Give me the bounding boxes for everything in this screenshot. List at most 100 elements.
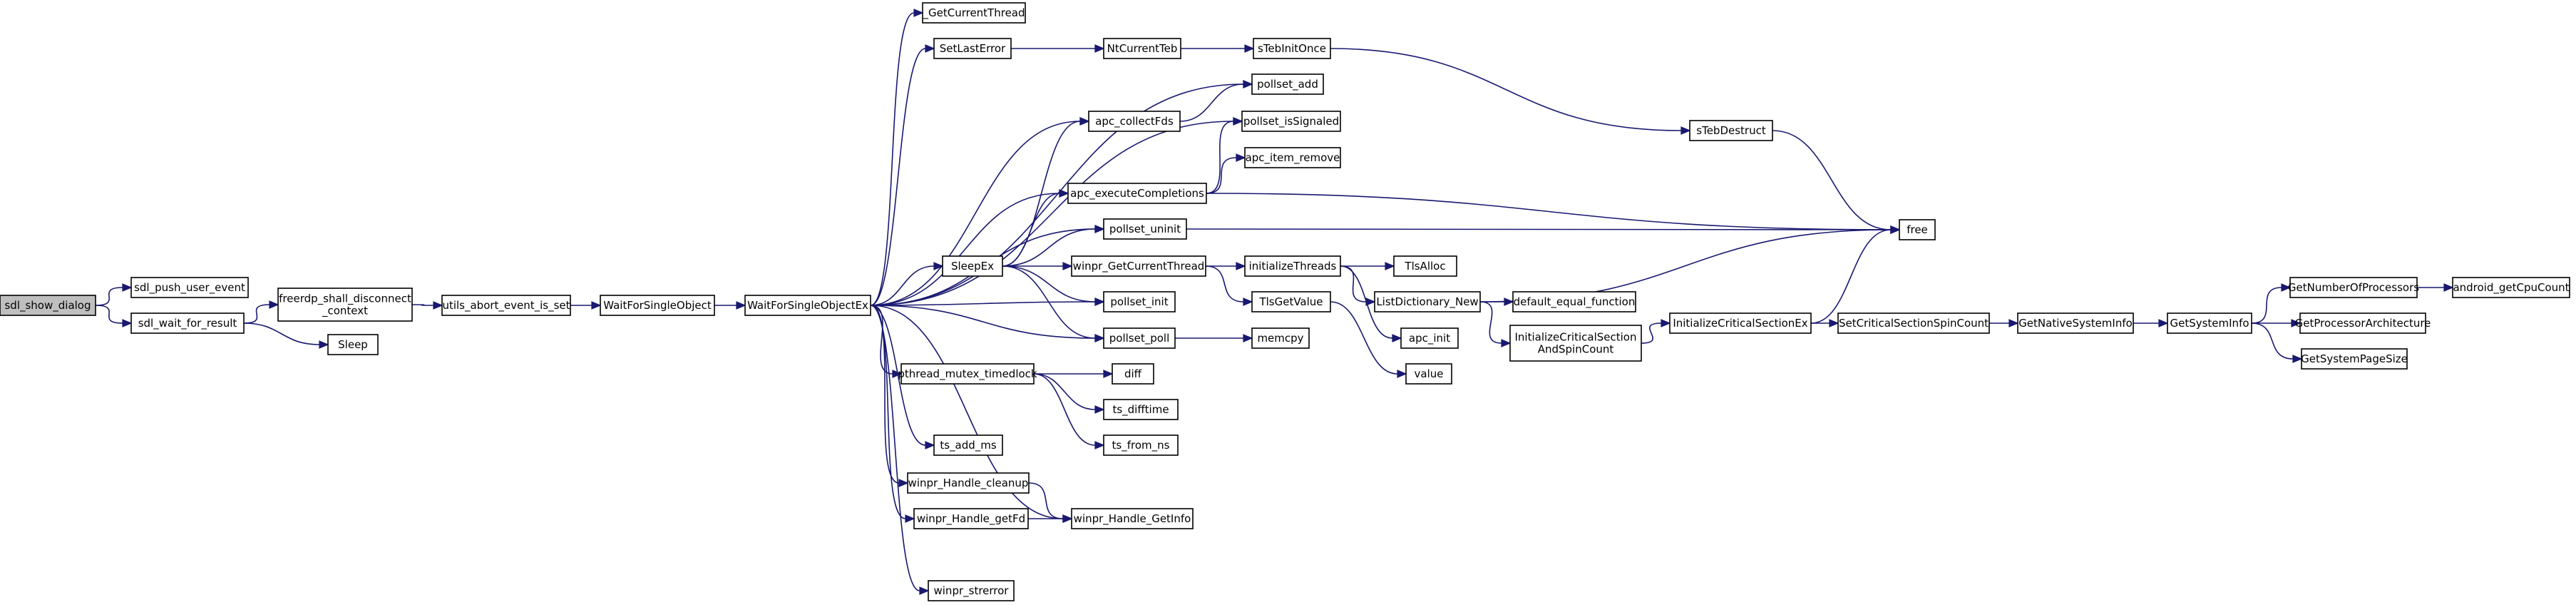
edge-SleepEx-to-pollset_init (1002, 265, 1105, 306)
node-SetLastError[interactable]: SetLastError (933, 38, 1012, 59)
arrowhead-icon (2008, 319, 2019, 327)
node-sTebDestruct[interactable]: sTebDestruct (1689, 120, 1773, 141)
edge-ListDictionary_New-to-free (1479, 225, 1901, 302)
node-GetSystemInfo[interactable]: GetSystemInfo (2167, 312, 2252, 334)
node-GetSystemPageSize[interactable]: GetSystemPageSize (2301, 348, 2408, 370)
node-WaitForSingleObject[interactable]: WaitForSingleObject (600, 295, 715, 316)
arrowhead-icon (1504, 298, 1514, 306)
arrowhead-icon (1236, 153, 1246, 162)
node-box (1374, 291, 1481, 312)
node-apc_executeCompletions[interactable]: apc_executeCompletions (1067, 183, 1207, 204)
node-value[interactable]: value (1405, 363, 1452, 385)
node-sdl_show_dialog[interactable]: sdl_show_dialog (0, 295, 96, 316)
edge-sdl_show_dialog-to-sdl_wait_for_result (95, 305, 133, 327)
node-TlsGetValue[interactable]: TlsGetValue (1251, 291, 1331, 312)
edge-line (1479, 229, 1892, 302)
node-box (1244, 255, 1341, 277)
edge-line (1002, 228, 1096, 267)
node-utils_abort_event_is_set[interactable]: utils_abort_event_is_set (441, 295, 571, 316)
node-memcpy[interactable]: memcpy (1251, 327, 1310, 349)
edge-WaitForSingleObjectEx-to-winpr_strerror (870, 305, 930, 595)
node-box (907, 472, 1030, 494)
node-label: initializeThreads (1249, 260, 1337, 273)
node-label: ListDictionary_New (1376, 295, 1478, 309)
arrowhead-icon (2292, 355, 2303, 363)
node-label: GetSystemPageSize (2301, 352, 2408, 365)
node-box (1103, 218, 1187, 240)
node-WaitForSingleObjectEx[interactable]: WaitForSingleObjectEx (744, 295, 871, 316)
arrowhead-icon (1890, 225, 1901, 234)
node-ts_from_ns[interactable]: ts_from_ns (1103, 434, 1179, 456)
node-sdl_push_user_event[interactable]: sdl_push_user_event (130, 277, 249, 298)
arrowhead-icon (913, 9, 924, 17)
node-TlsAlloc[interactable]: TlsAlloc (1393, 255, 1457, 277)
node-Sleep[interactable]: Sleep (327, 334, 379, 355)
node-winpr_Handle_cleanup[interactable]: winpr_Handle_cleanup (907, 472, 1030, 494)
edge-line (870, 305, 920, 591)
node-box (928, 580, 1015, 601)
edge-line (870, 12, 915, 306)
node-sdl_wait_for_result[interactable]: sdl_wait_for_result (130, 312, 245, 334)
node-pollset_uninit[interactable]: pollset_uninit (1103, 218, 1187, 240)
edge-line (870, 305, 1096, 339)
edge-line (1641, 322, 1662, 344)
node-default_equal_function[interactable]: default_equal_function (1512, 291, 1636, 312)
node-winpr_GetCurrentThread[interactable]: winpr_GetCurrentThread (1071, 255, 1206, 277)
arrowhead-icon (1243, 334, 1253, 342)
node-freerdp_shall_disconnect_context[interactable]: freerdp_shall_disconnect_context (277, 288, 413, 322)
arrowhead-icon (1103, 370, 1114, 378)
node-pthread_mutex_timedlock[interactable]: pthread_mutex_timedlock (898, 363, 1037, 385)
arrowhead-icon (905, 514, 915, 523)
node-winpr_strerror[interactable]: winpr_strerror (928, 580, 1015, 601)
node-box (130, 277, 249, 298)
node-initializeThreads[interactable]: initializeThreads (1244, 255, 1341, 277)
node-box (933, 38, 1012, 59)
node-pollset_poll[interactable]: pollset_poll (1103, 327, 1176, 349)
node-box (2017, 312, 2134, 334)
node-android_getCpuCount[interactable]: android_getCpuCount (2452, 277, 2570, 298)
node-ts_add_ms[interactable]: ts_add_ms (933, 434, 1003, 456)
node-GetProcessorArchitecture[interactable]: GetProcessorArchitecture (2295, 312, 2431, 334)
edge-line (1810, 229, 1892, 324)
node-label: utils_abort_event_is_set (442, 299, 570, 312)
edge-line (95, 305, 123, 324)
node-apc_collectFds[interactable]: apc_collectFds (1088, 111, 1181, 132)
node-box (327, 334, 379, 355)
node-box (2167, 312, 2252, 334)
edge-line (870, 305, 1064, 519)
node-winpr_Handle_GetInfo[interactable]: winpr_Handle_GetInfo (1071, 508, 1194, 529)
edge-initializeThreads-to-ListDictionary_New (1340, 265, 1376, 306)
node-box (441, 295, 571, 316)
node-_GetCurrentThread[interactable]: _GetCurrentThread (922, 2, 1026, 24)
node-pollset_init[interactable]: pollset_init (1103, 291, 1176, 312)
edge-InitializeCriticalSectionAndSpinCount-to-InitializeCriticalSectionEx (1641, 319, 1671, 344)
node-GetNativeSystemInfo[interactable]: GetNativeSystemInfo (2017, 312, 2134, 334)
node-sTebInitOnce[interactable]: sTebInitOnce (1253, 38, 1331, 59)
node-box (1112, 363, 1154, 385)
node-NtCurrentTeb[interactable]: NtCurrentTeb (1103, 38, 1181, 59)
node-pollset_isSignaled[interactable]: pollset_isSignaled (1241, 111, 1341, 132)
arrowhead-icon (2291, 319, 2302, 327)
node-InitializeCriticalSectionEx[interactable]: InitializeCriticalSectionEx (1669, 312, 1812, 334)
node-diff[interactable]: diff (1112, 363, 1154, 385)
node-ListDictionary_New[interactable]: ListDictionary_New (1374, 291, 1481, 312)
node-box (2301, 348, 2408, 370)
node-pollset_add[interactable]: pollset_add (1251, 73, 1324, 95)
node-winpr_Handle_getFd[interactable]: winpr_Handle_getFd (913, 508, 1029, 529)
edge-line (870, 83, 1244, 306)
node-free[interactable]: free (1899, 219, 1936, 240)
node-apc_init[interactable]: apc_init (1400, 327, 1459, 349)
edge-line (870, 305, 906, 519)
node-ts_difftime[interactable]: ts_difftime (1103, 399, 1179, 420)
node-SetCriticalSectionSpinCount[interactable]: SetCriticalSectionSpinCount (1837, 312, 1990, 334)
edge-NtCurrentTeb-to-sTebInitOnce (1181, 44, 1255, 53)
edge-line (870, 305, 926, 446)
node-label: default_equal_function (1514, 295, 1636, 309)
node-apc_item_remove[interactable]: apc_item_remove (1244, 147, 1341, 168)
node-label: sTebDestruct (1696, 124, 1766, 137)
node-SleepEx[interactable]: SleepEx (942, 255, 1003, 277)
edge-line (2251, 322, 2294, 360)
node-GetNumberOfProcessors[interactable]: GetNumberOfProcessors (2288, 277, 2419, 298)
edge-TlsGetValue-to-value (1330, 301, 1407, 378)
